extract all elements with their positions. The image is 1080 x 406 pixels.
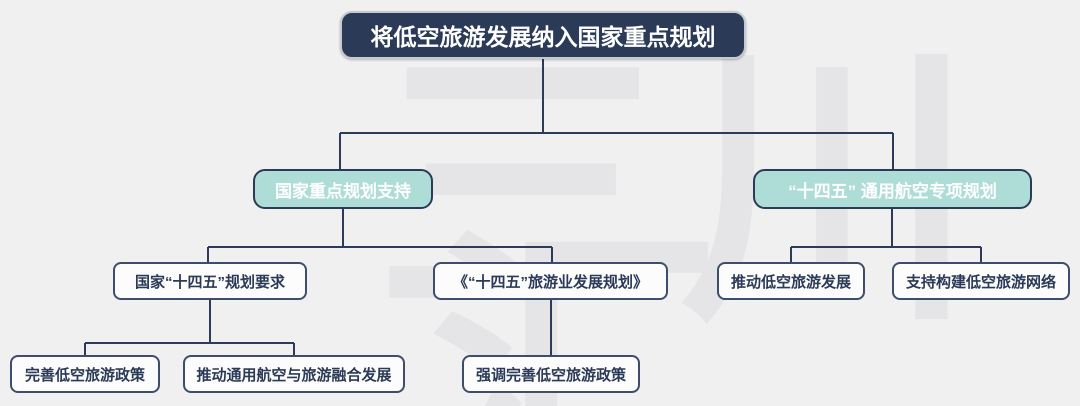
- root-node: 将低空旅游发展纳入国家重点规划: [340, 11, 746, 59]
- sub-node-national-14th-five-year-plan-requirements: 国家“十四五”规划要求: [113, 262, 307, 300]
- leaf-node-emphasize-improve-low-altitude-tourism-policy: 强调完善低空旅游政策: [462, 355, 640, 393]
- sub-node-support-low-altitude-tourism-network: 支持构建低空旅游网络: [892, 262, 1070, 300]
- sub-node-promote-low-altitude-tourism: 推动低空旅游发展: [717, 262, 865, 300]
- leaf-node-improve-low-altitude-tourism-policy: 完善低空旅游政策: [10, 355, 160, 393]
- leaf-node-promote-general-aviation-tourism-integration: 推动通用航空与旅游融合发展: [183, 355, 405, 393]
- branch-node-national-key-plan-support: 国家重点规划支持: [253, 169, 433, 209]
- branch-node-14th-five-year-general-aviation-plan: “十四五” 通用航空专项规划: [753, 169, 1032, 209]
- sub-node-tourism-development-plan: 《“十四五”旅游业发展规划》: [433, 262, 668, 300]
